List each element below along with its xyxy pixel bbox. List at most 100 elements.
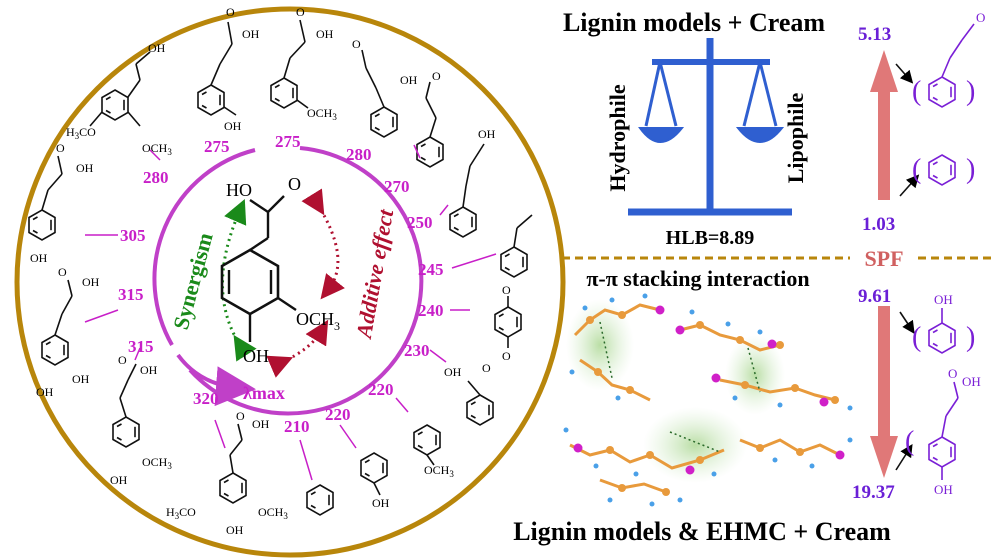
spf-label: SPF [864, 246, 903, 271]
atom-oh: OH [252, 417, 270, 431]
synergism-arrow [221, 199, 257, 362]
wavelength-value: 275 [275, 132, 301, 151]
wavelength-value: 275 [204, 137, 230, 156]
outer-ring [14, 6, 566, 558]
spf-arrow-down [870, 306, 898, 478]
atom-o: O [296, 5, 305, 19]
atom-och3: OCH3 [307, 106, 337, 122]
paren-close: ) [966, 154, 975, 185]
lipophile-label: Lipophile [783, 93, 808, 184]
paren-open: ( [912, 154, 921, 185]
atom-oh: OH [400, 73, 418, 87]
wavelength-value: 250 [407, 213, 433, 232]
inner-ring-left [152, 148, 256, 346]
atom-o: O [56, 141, 65, 155]
mol-ferulic-top: O OH OCH3 [270, 5, 337, 122]
atom-oh: OH [372, 496, 390, 510]
wavelength-value: 320 [193, 389, 219, 408]
wavelength-value: 240 [418, 301, 444, 320]
atom-oh: OH [934, 292, 953, 307]
atom-h3co: H3CO [66, 125, 96, 141]
center-methoxy: OCH3 [296, 309, 340, 333]
center-molecule: HO O OCH3 OH [220, 174, 340, 366]
mol-benzoic: OH O [444, 361, 494, 426]
mol-benzene-bottom [306, 484, 334, 516]
atom-h3co: H3CO [166, 505, 196, 521]
atom-o: O [58, 265, 67, 279]
paren-open: ( [912, 322, 921, 353]
hydrophile-label: Hydrophile [605, 84, 630, 191]
leader-lines [84, 144, 497, 481]
atom-oh: OH [148, 41, 166, 55]
atom-o: O [482, 361, 491, 375]
spf-arrow-up [870, 50, 898, 200]
mol-anisole: OCH3 [413, 424, 454, 479]
atom-oh: OH [140, 363, 158, 377]
lambda-arrow [176, 353, 256, 407]
mol-caffeic-top: O OH OH [197, 5, 260, 133]
mol-sinapic-bottom: O OH H3CO OCH3 OH [166, 409, 288, 537]
atom-oh: OH [224, 119, 242, 133]
atom-oh: OH [110, 473, 128, 487]
spf-value: 9.61 [858, 286, 891, 307]
atom-oh: OH [82, 275, 100, 289]
atom-o: O [502, 283, 511, 297]
atom-o: O [226, 5, 235, 19]
atom-och3: OCH3 [424, 463, 454, 479]
spf-value: 19.37 [852, 482, 895, 503]
atom-oh: OH [478, 127, 496, 141]
wavelength-value: 220 [325, 405, 351, 424]
wavelength-value: 280 [346, 145, 372, 164]
top-title: Lignin models + Cream [563, 8, 825, 37]
atom-oh: OH [316, 27, 334, 41]
wavelength-value: 230 [404, 341, 430, 360]
atom-och3: OCH3 [142, 455, 172, 471]
wavelength-value: 315 [118, 285, 144, 304]
atom-oh: OH [934, 482, 953, 497]
wavelength-value: 270 [384, 177, 410, 196]
spf-mol-phenol: ( ) OH [899, 292, 975, 354]
mol-coumaric-left: O OH OH [28, 141, 94, 265]
spf-mol-benzene: ( ) [899, 154, 975, 197]
additive-arrow-bottom [266, 319, 329, 378]
atom-oh: OH [962, 374, 981, 389]
atom-o: O [502, 349, 511, 363]
additive-effect-label: Additive effect [351, 207, 399, 342]
atom-och3: OCH3 [258, 505, 288, 521]
center-acid-ho: HO [226, 180, 252, 200]
atom-o: O [948, 366, 957, 381]
wavelength-value: 280 [143, 168, 169, 187]
wavelength-value: 220 [368, 380, 394, 399]
atom-oh: OH [30, 251, 48, 265]
atom-o: O [236, 409, 245, 423]
atom-oh: OH [76, 161, 94, 175]
spf-mol-cinnamaldehyde: ( ) O [895, 10, 985, 108]
atom-o: O [432, 69, 441, 83]
paren-close: ) [966, 322, 975, 353]
mol-cinnamic-right: OH O [400, 69, 444, 168]
lambda-max-label: λmax [243, 383, 285, 403]
hlb-value: HLB=8.89 [666, 227, 755, 249]
center-oxygen: O [288, 174, 301, 194]
wavelength-value: 210 [284, 417, 310, 436]
inner-ring-right [188, 146, 424, 416]
synergism-label: Synergism [168, 230, 218, 332]
paren-open: ( [912, 76, 921, 107]
spf-mol-coumaric: ( O OH OH [895, 366, 981, 497]
mol-phenol-bottom: OH [360, 452, 390, 510]
bottom-title: Lignin models & EHMC + Cream [513, 517, 891, 546]
center-hydroxyl: OH [243, 346, 269, 366]
atom-oh: OH [242, 27, 260, 41]
atom-oh: OH [444, 365, 462, 379]
balance-scale-icon [628, 38, 792, 216]
spf-value: 1.03 [862, 214, 895, 235]
mol-sinapic-top: OH H3CO OCH3 [66, 41, 172, 157]
atom-o: O [976, 10, 985, 25]
mol-ferulic-bottom: O OH OCH3 OH [110, 353, 172, 487]
wavelength-value: 245 [418, 260, 444, 279]
mol-styrene [500, 214, 533, 278]
mol-cinnamyl-alcohol: OH [449, 127, 496, 238]
atom-oh: OH [72, 372, 90, 386]
atom-och3: OCH3 [142, 141, 172, 157]
